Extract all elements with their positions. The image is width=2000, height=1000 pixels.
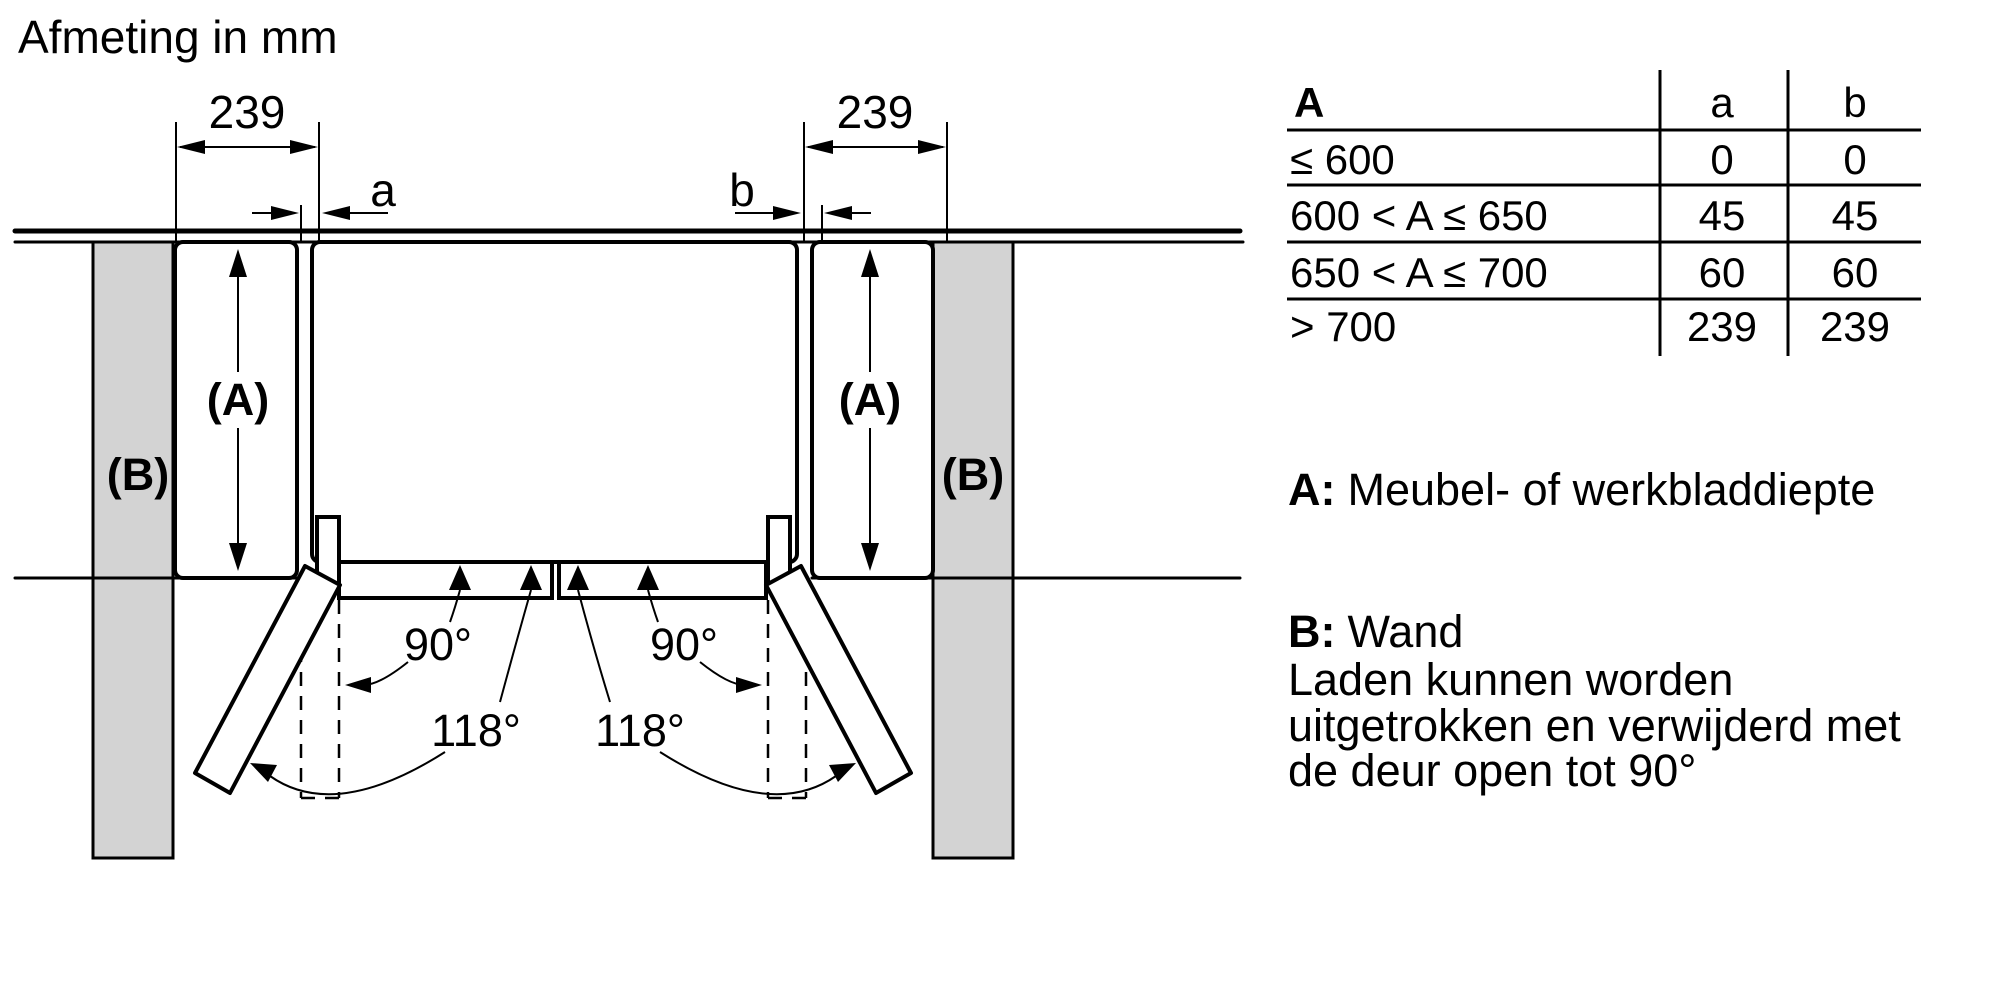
svg-text:60: 60	[1832, 249, 1879, 296]
dim-a-label: a	[370, 164, 396, 216]
arrow-down-icon	[861, 543, 879, 571]
depth-label-right: (A)	[839, 374, 901, 425]
svg-text:60: 60	[1699, 249, 1746, 296]
arrow-right-icon	[290, 140, 318, 154]
angle-90-right: 90°	[650, 619, 762, 693]
wall-label-right: (B)	[942, 449, 1004, 500]
angle-118-right-label: 118°	[595, 705, 685, 756]
arrow-up-left-icon	[250, 763, 277, 782]
table-header-a: a	[1710, 79, 1734, 126]
table-row: 650 < A ≤ 700 60 60	[1290, 249, 1878, 296]
dimension-239-left: 239	[175, 86, 320, 242]
angle-90-left: 90°	[345, 619, 472, 693]
clearance-table: A a b ≤ 600 0 0 600 < A ≤ 650 45 45 650 …	[1287, 70, 1921, 356]
table-row: > 700 239 239	[1290, 303, 1890, 350]
svg-text:0: 0	[1710, 136, 1733, 183]
arrow-right-icon	[736, 677, 762, 693]
table-row: 600 < A ≤ 650 45 45	[1290, 192, 1878, 239]
table-row: ≤ 600 0 0	[1290, 136, 1867, 183]
svg-text:45: 45	[1699, 192, 1746, 239]
arrow-right-icon	[773, 206, 801, 220]
arrow-left-icon	[322, 206, 350, 220]
note-b-line4: de deur open tot 90°	[1288, 745, 1696, 796]
door-front-right	[557, 560, 768, 600]
door-open-right	[764, 564, 913, 795]
arrow-left-icon	[805, 140, 833, 154]
page-title: Afmeting in mm	[18, 11, 338, 63]
arrow-down-icon	[229, 543, 247, 571]
svg-text:239: 239	[1820, 303, 1890, 350]
arrow-up-icon	[449, 565, 471, 590]
arrow-right-icon	[918, 140, 946, 154]
svg-text:650 < A ≤ 700: 650 < A ≤ 700	[1290, 249, 1548, 296]
note-b-line1: B:Wand	[1288, 606, 1463, 657]
table-header-b: b	[1843, 79, 1866, 126]
svg-text:0: 0	[1843, 136, 1866, 183]
arrow-up-icon	[520, 565, 542, 590]
arrow-up-right-icon	[829, 763, 856, 782]
door-front-leaders	[449, 565, 659, 703]
svg-text:45: 45	[1832, 192, 1879, 239]
dimension-239-right: 239	[803, 86, 948, 242]
table-header-condition: A	[1294, 79, 1324, 126]
arrow-up-icon	[229, 249, 247, 277]
arrow-left-icon	[177, 140, 205, 154]
svg-text:≤ 600: ≤ 600	[1290, 136, 1395, 183]
angle-118-left: 118°	[250, 705, 521, 796]
cabinet-left	[173, 240, 299, 580]
arrow-left-icon	[345, 677, 371, 693]
dim-239-left-label: 239	[209, 86, 286, 138]
door-open-left	[193, 564, 342, 795]
cabinet-right	[810, 240, 935, 580]
note-b: B:Wand Laden kunnen worden uitgetrokken …	[1288, 606, 1901, 796]
note-a: A:Meubel- of werkbladdiepte	[1288, 464, 1875, 515]
angle-90-right-label: 90°	[650, 619, 718, 670]
dimension-a: a	[252, 164, 396, 242]
dim-b-label: b	[729, 164, 755, 216]
svg-text:600 < A ≤ 650: 600 < A ≤ 650	[1290, 192, 1548, 239]
angle-118-right: 118°	[595, 705, 856, 796]
angle-90-left-label: 90°	[404, 619, 472, 670]
wall-left	[91, 240, 175, 860]
angle-118-left-label: 118°	[431, 705, 521, 756]
arrow-up-icon	[861, 249, 879, 277]
arrow-right-icon	[271, 206, 299, 220]
dimension-b: b	[729, 164, 871, 242]
svg-text:239: 239	[1687, 303, 1757, 350]
arrow-left-icon	[824, 206, 852, 220]
note-b-line3: uitgetrokken en verwijderd met	[1288, 700, 1901, 751]
depth-dimension-right: (A)	[839, 249, 901, 571]
door-front-left	[337, 560, 554, 600]
depth-label-left: (A)	[207, 374, 269, 425]
arrow-up-icon	[567, 565, 589, 590]
wall-label-left: (B)	[107, 449, 169, 500]
depth-dimension-left: (A)	[207, 249, 269, 571]
wall-right	[931, 240, 1015, 860]
note-b-line2: Laden kunnen worden	[1288, 654, 1733, 705]
svg-text:> 700: > 700	[1290, 303, 1396, 350]
appliance-body	[310, 240, 799, 564]
arrow-up-icon	[637, 565, 659, 590]
dim-239-right-label: 239	[837, 86, 914, 138]
